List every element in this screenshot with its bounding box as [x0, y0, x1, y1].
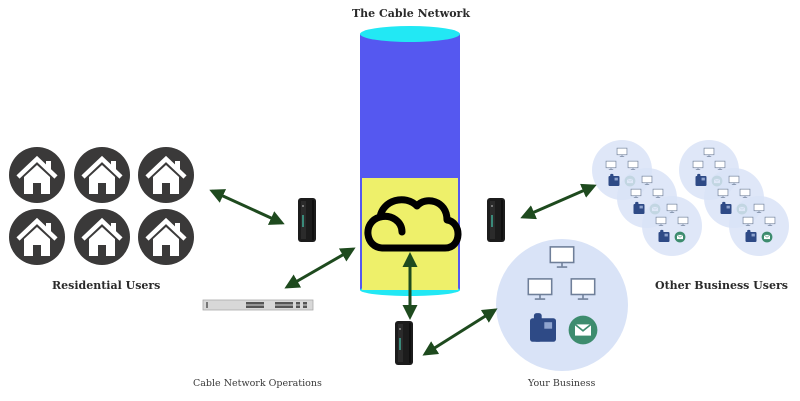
residential-users-label: Residential Users — [52, 279, 161, 292]
arrow-other-business — [520, 183, 597, 220]
other-business-users-group — [592, 140, 789, 256]
your-business-modem-icon — [395, 321, 413, 365]
connection-arrows — [209, 183, 597, 356]
arrow-your-business — [422, 308, 498, 356]
house-icon — [9, 147, 65, 203]
house-icon — [74, 209, 130, 265]
arrow-operations — [284, 247, 356, 289]
your-business-label: Your Business — [528, 378, 596, 389]
residential-users-group — [9, 147, 194, 265]
your-business-group — [496, 239, 628, 371]
house-icon — [9, 209, 65, 265]
arrow-residential — [209, 189, 285, 225]
house-icon — [138, 147, 194, 203]
other-business-users-label: Other Business Users — [655, 279, 788, 292]
operations-label: Cable Network Operations — [193, 378, 322, 389]
email-icon — [567, 314, 599, 346]
cloud-icon — [364, 196, 462, 252]
house-icon — [138, 209, 194, 265]
other-business-modem-icon — [487, 198, 505, 242]
house-icon — [74, 147, 130, 203]
network-switch-icon — [202, 299, 314, 311]
diagram-title: The Cable Network — [352, 7, 470, 20]
residential-modem-icon — [298, 198, 316, 242]
